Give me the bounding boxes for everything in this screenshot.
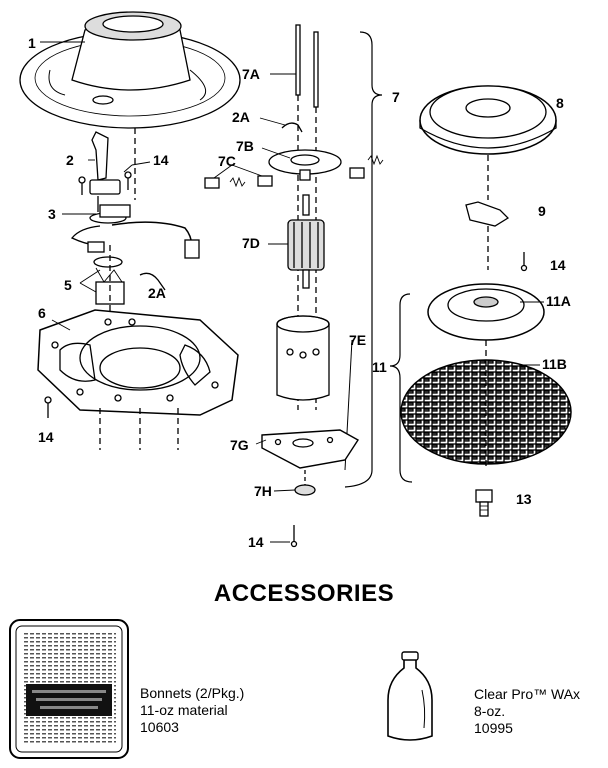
callout-7a: 7A bbox=[242, 66, 260, 82]
callout-7d: 7D bbox=[242, 235, 260, 251]
callout-7c: 7C bbox=[218, 153, 236, 169]
callout-7g: 7G bbox=[230, 437, 249, 453]
callout-labels: 1 2 14 3 5 2A 6 14 7A 2A 7B 7C 7D 7E 7G … bbox=[28, 35, 571, 550]
part-5-brushes bbox=[93, 245, 125, 330]
part-2a-clip-lower bbox=[139, 272, 166, 291]
callout-1: 1 bbox=[28, 35, 36, 51]
part-7g-end-plate bbox=[261, 429, 359, 469]
screw-14-center bbox=[290, 525, 298, 548]
part-13-bolt bbox=[475, 489, 493, 517]
screw-14-left bbox=[44, 396, 52, 418]
bonnets-name: Bonnets (2/Pkg.) bbox=[140, 685, 245, 701]
callout-11b: 11B bbox=[542, 356, 567, 372]
part-8-drive-block bbox=[419, 85, 557, 200]
callout-3: 3 bbox=[48, 206, 56, 222]
callout-8: 8 bbox=[556, 95, 564, 111]
wax-description: Clear Pro™ WAx 8-oz. 10995 bbox=[474, 686, 580, 737]
callout-5: 5 bbox=[64, 277, 72, 293]
callout-7h: 7H bbox=[254, 483, 272, 499]
part-7b-brush-holder bbox=[268, 149, 342, 181]
callout-6: 6 bbox=[38, 305, 46, 321]
part-2-handle bbox=[89, 131, 121, 212]
group-brace-11 bbox=[389, 293, 413, 483]
callout-7b: 7B bbox=[236, 138, 254, 154]
wire-assembly bbox=[70, 221, 200, 259]
part-2a-clip-upper bbox=[281, 122, 303, 133]
leader-lines bbox=[40, 41, 544, 543]
callout-14-left: 14 bbox=[38, 429, 54, 445]
callout-14-top: 14 bbox=[153, 152, 169, 168]
screw-14-right bbox=[520, 252, 528, 272]
callout-2: 2 bbox=[66, 152, 74, 168]
wax-detail: 8-oz. bbox=[474, 703, 506, 719]
bonnets-description: Bonnets (2/Pkg.) 11-oz material 10603 bbox=[140, 685, 244, 736]
callout-14-right: 14 bbox=[550, 257, 566, 273]
screw-pair bbox=[78, 171, 132, 195]
callout-11: 11 bbox=[372, 359, 387, 375]
part-1-top-cover bbox=[19, 11, 241, 200]
callout-14-center: 14 bbox=[248, 534, 264, 550]
part-11a-pad-holder bbox=[427, 283, 545, 341]
part-6-base-plate bbox=[37, 309, 239, 450]
part-7e-field-housing bbox=[276, 315, 353, 471]
part-7h-washer bbox=[294, 470, 316, 496]
part-9-spring-clip bbox=[465, 201, 510, 270]
callout-7e: 7E bbox=[349, 332, 366, 348]
callout-13: 13 bbox=[516, 491, 532, 507]
group-brace-7 bbox=[344, 31, 383, 488]
bonnets-part-number: 10603 bbox=[140, 719, 179, 735]
callout-7: 7 bbox=[392, 89, 400, 105]
wax-name: Clear Pro™ WAx bbox=[474, 686, 581, 702]
part-7d-armature bbox=[287, 194, 325, 289]
bonnets-package-illustration bbox=[9, 619, 129, 759]
part-7c-brush-springs bbox=[204, 154, 384, 189]
bonnets-detail: 11-oz material bbox=[140, 702, 228, 718]
callout-11a: 11A bbox=[546, 293, 571, 309]
callout-2a-mid: 2A bbox=[148, 285, 166, 301]
part-3-bracket bbox=[89, 204, 131, 224]
wax-part-number: 10995 bbox=[474, 720, 513, 736]
callout-9: 9 bbox=[538, 203, 546, 219]
part-11b-bonnet-pad bbox=[400, 340, 572, 470]
accessories-heading: ACCESSORIES bbox=[213, 580, 395, 607]
callout-2a-top: 2A bbox=[232, 109, 250, 125]
wax-bottle-illustration bbox=[387, 651, 433, 741]
